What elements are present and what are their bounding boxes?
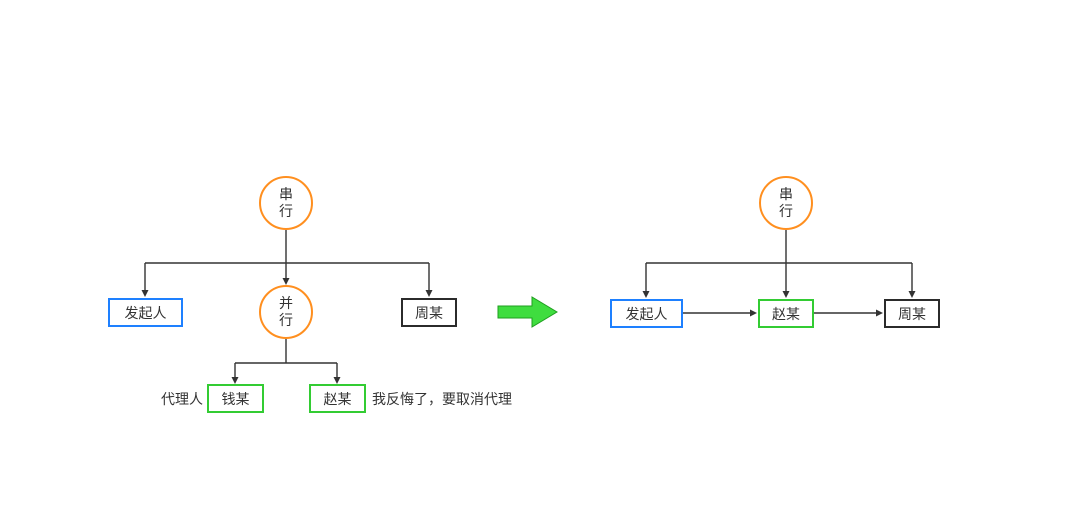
- transform-arrow: [497, 296, 558, 328]
- node-parallel-label-line2: 行: [279, 312, 293, 328]
- node-zhao-left: 赵某: [309, 384, 366, 413]
- node-serial-right-label-line2: 行: [779, 203, 793, 219]
- node-serial-left-label-line1: 串: [279, 186, 293, 202]
- node-zhao-left-label: 赵某: [323, 390, 352, 407]
- node-serial-left: 串 行: [259, 176, 313, 230]
- node-initiator-left-label: 发起人: [124, 304, 167, 321]
- agent-annotation: 代理人: [161, 391, 203, 407]
- node-qian: 钱某: [207, 384, 264, 413]
- node-zhou-right-label: 周某: [898, 305, 926, 322]
- node-initiator-right-label: 发起人: [625, 305, 668, 322]
- node-serial-right-label-line1: 串: [779, 186, 793, 202]
- regret-annotation: 我反悔了，要取消代理: [372, 391, 512, 407]
- node-parallel: 并 行: [259, 285, 313, 339]
- node-initiator-right: 发起人: [610, 299, 683, 328]
- node-zhou-right: 周某: [884, 299, 940, 328]
- node-zhao-right: 赵某: [758, 299, 814, 328]
- node-parallel-label-line1: 并: [279, 295, 293, 311]
- node-serial-left-label-line2: 行: [279, 203, 293, 219]
- node-zhou-left: 周某: [401, 298, 457, 327]
- node-zhao-right-label: 赵某: [772, 305, 800, 322]
- node-initiator-left: 发起人: [108, 298, 183, 327]
- node-qian-label: 钱某: [221, 390, 250, 407]
- node-zhou-left-label: 周某: [415, 304, 443, 321]
- node-serial-right: 串 行: [759, 176, 813, 230]
